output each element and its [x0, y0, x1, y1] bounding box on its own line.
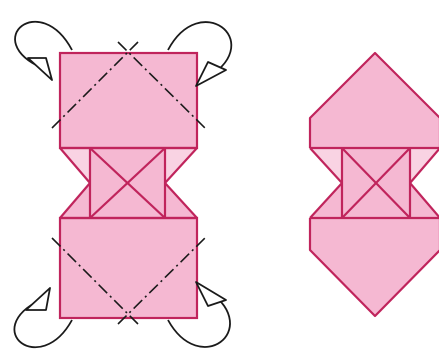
lower-diamond: [310, 218, 439, 316]
upper-diamond: [310, 53, 439, 148]
left-figure-unfolded: [14, 22, 231, 348]
bottom-square: [60, 218, 197, 318]
right-figure-folded: [310, 53, 439, 316]
